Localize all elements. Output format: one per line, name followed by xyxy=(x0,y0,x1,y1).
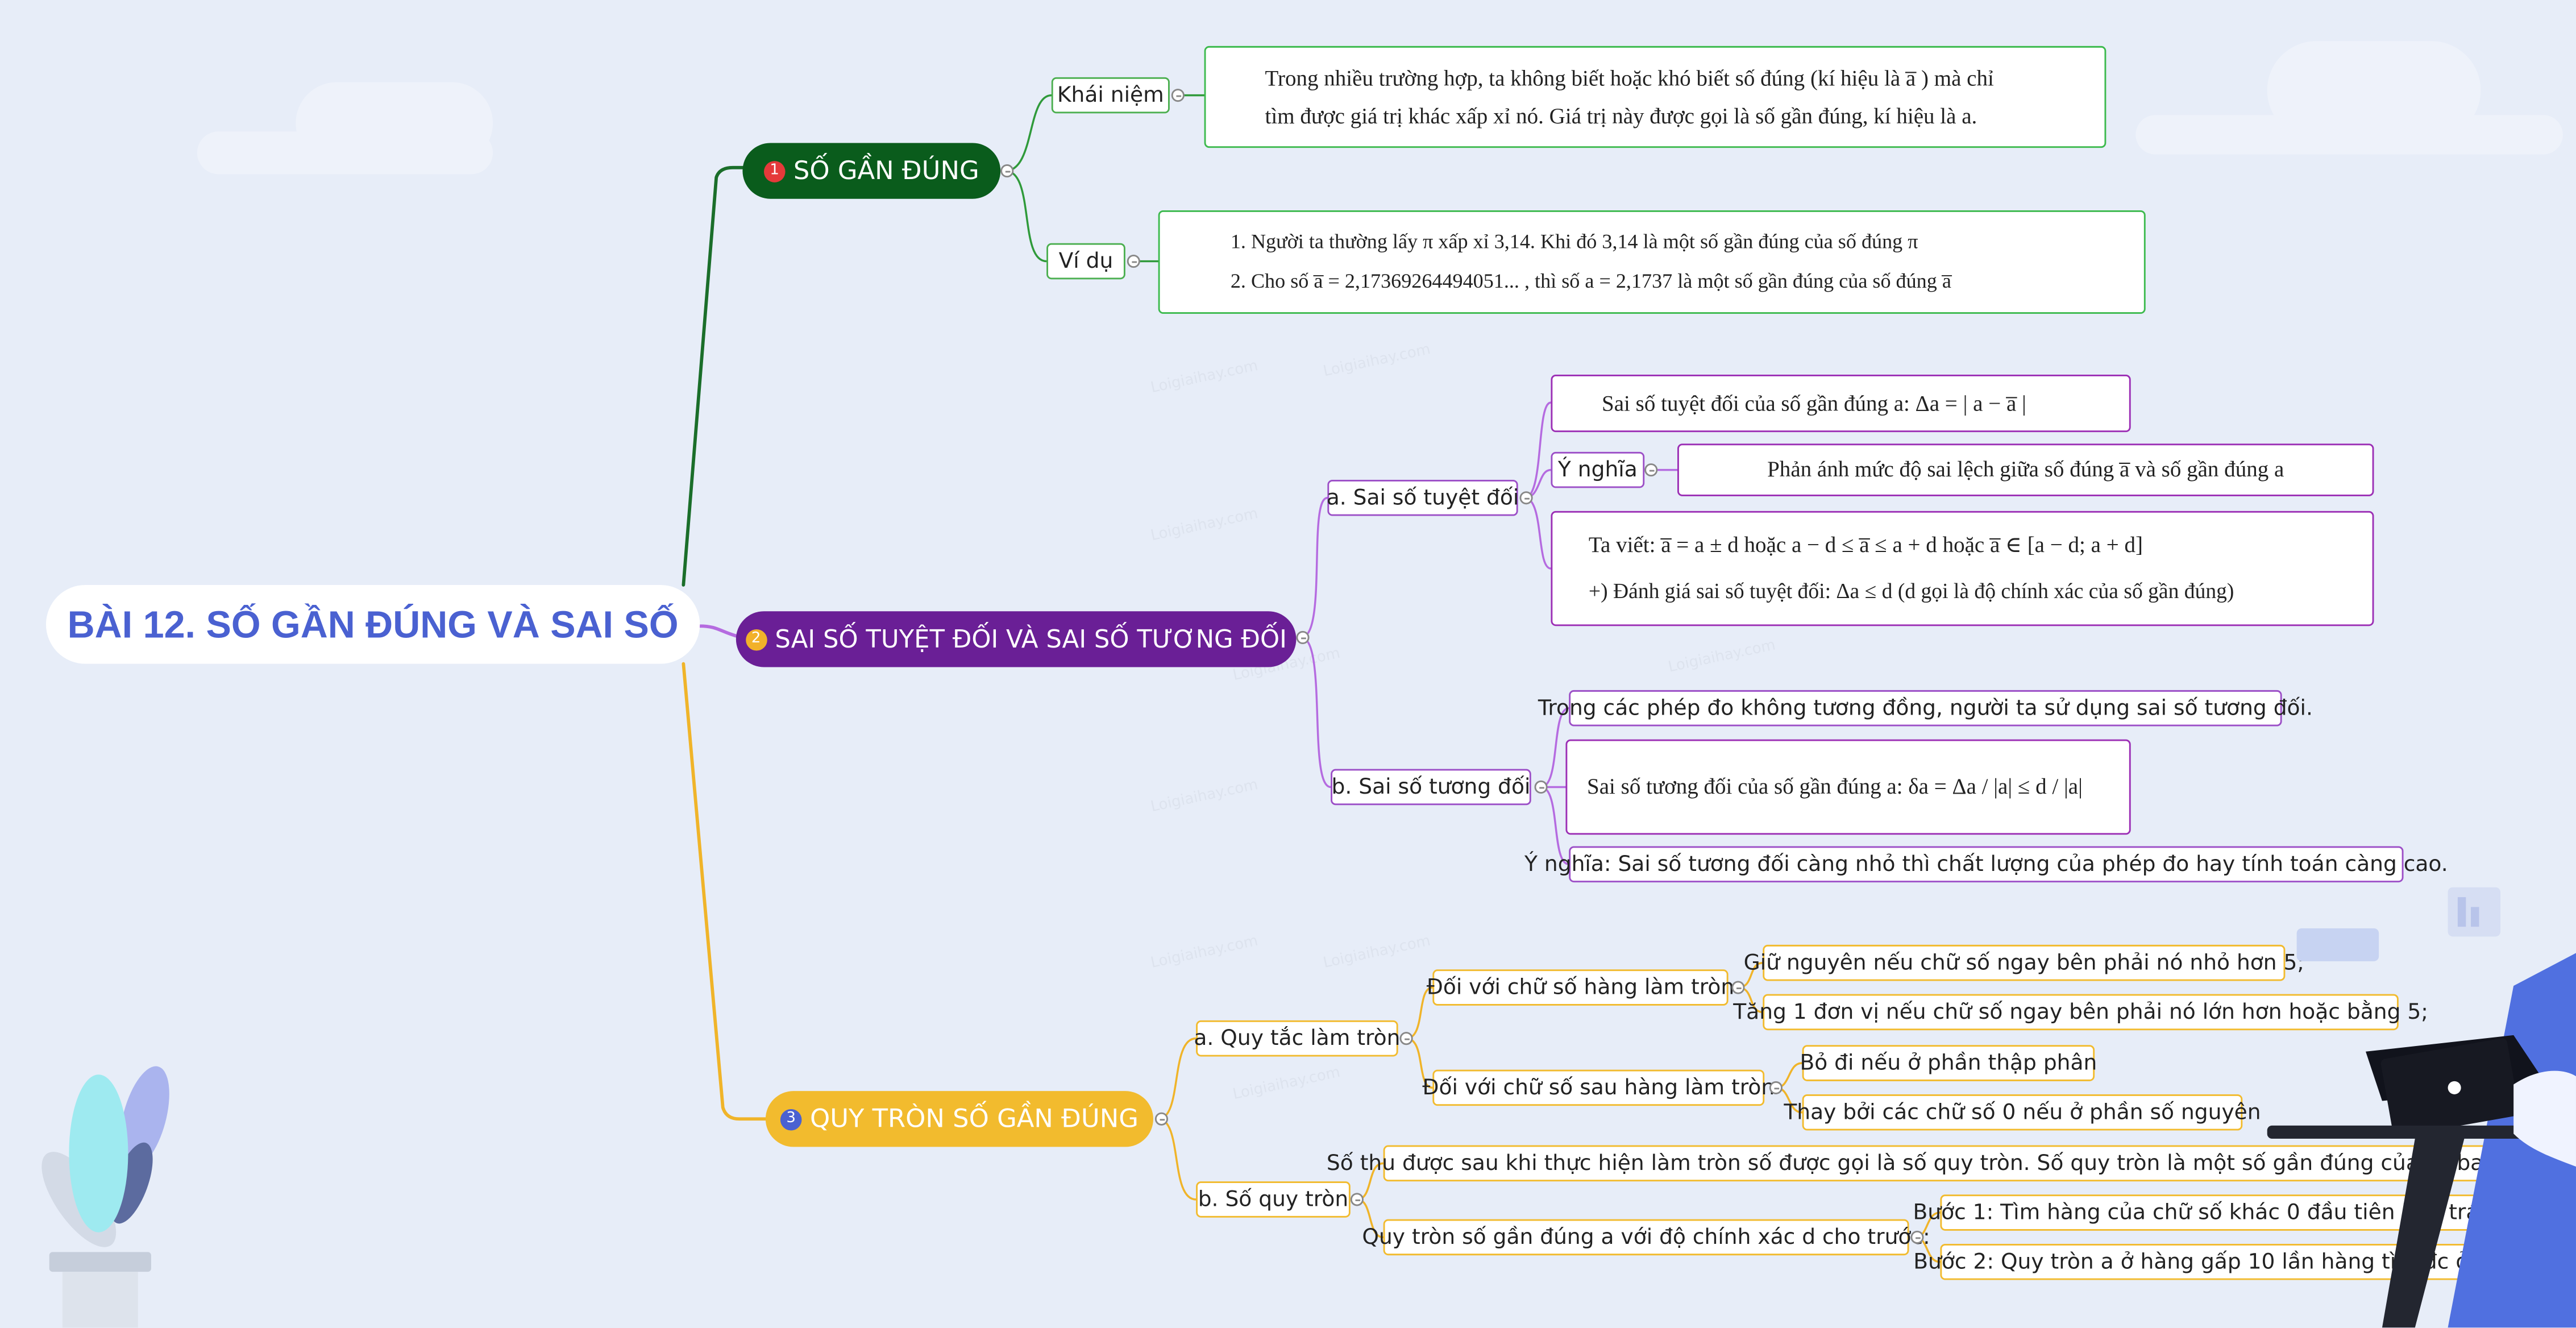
branch-title: SAI SỐ TUYỆT ĐỐI VÀ SAI SỐ TƯƠNG ĐỐI xyxy=(775,624,1287,654)
collapse-toggle-icon[interactable] xyxy=(1154,1112,1169,1126)
concept-definition-box[interactable]: Trong nhiều trường hợp, ta không biết ho… xyxy=(1204,45,2106,148)
node-sau-hang-lam-tron[interactable]: Đối với chữ số sau hàng làm tròn xyxy=(1422,1069,1775,1106)
example-line-2: 2. Cho số a̅ = 2,17369264494051... , thì… xyxy=(1230,269,1951,293)
node-label: Bỏ đi nếu ở phần thập phân xyxy=(1800,1051,2097,1076)
relative-error-definition[interactable]: Sai số tương đối của số gần đúng a: δa =… xyxy=(1565,739,2131,835)
node-vi-du[interactable]: Ví dụ xyxy=(1046,243,1125,280)
branch-quy-tron[interactable]: 3 QUY TRÒN SỐ GẦN ĐÚNG xyxy=(765,1091,1153,1147)
notation-box[interactable]: Ta viết: a̅ = a ± d hoặc a − d ≤ a̅ ≤ a … xyxy=(1551,511,2374,626)
rule-increase[interactable]: Tăng 1 đơn vị nếu chữ số ngay bên phải n… xyxy=(1733,994,2428,1031)
rounding-procedure[interactable]: Quy tròn số gần đúng a với độ chính xác … xyxy=(1362,1219,1930,1256)
node-sai-so-tuyet-doi[interactable]: a. Sai số tuyệt đối xyxy=(1326,479,1519,516)
node-hang-lam-tron[interactable]: Đối với chữ số hàng làm tròn xyxy=(1427,969,1734,1006)
node-label: b. Số quy tròn xyxy=(1198,1187,1349,1212)
node-label: Đối với chữ số sau hàng làm tròn xyxy=(1422,1075,1775,1101)
node-label: Ví dụ xyxy=(1058,248,1114,274)
collapse-toggle-icon[interactable] xyxy=(1296,630,1310,644)
root-title: BÀI 12. SỐ GẦN ĐÚNG VÀ SAI SỐ xyxy=(67,602,679,645)
branch-number-badge: 3 xyxy=(780,1108,802,1130)
collapse-toggle-icon[interactable] xyxy=(1399,1032,1413,1045)
node-label: b. Sai số tương đối xyxy=(1331,774,1531,800)
collapse-toggle-icon[interactable] xyxy=(1910,1230,1924,1244)
collapse-toggle-icon[interactable] xyxy=(1519,491,1533,505)
node-label: Quy tròn số gần đúng a với độ chính xác … xyxy=(1362,1225,1930,1250)
write-line: Ta viết: a̅ = a ± d hoặc a − d ≤ a̅ ≤ a … xyxy=(1588,532,2143,557)
collapse-toggle-icon[interactable] xyxy=(1350,1193,1364,1206)
estimate-line: +) Đánh giá sai số tuyệt đối: Δa ≤ d (d … xyxy=(1588,578,2234,603)
rule-keep[interactable]: Giữ nguyên nếu chữ số ngay bên phải nó n… xyxy=(1744,944,2304,981)
node-label: Thay bởi các chữ số 0 nếu ở phần số nguy… xyxy=(1784,1100,2261,1125)
node-label: Tăng 1 đơn vị nếu chữ số ngay bên phải n… xyxy=(1733,999,2428,1025)
node-so-quy-tron[interactable]: b. Số quy tròn xyxy=(1196,1181,1351,1218)
branch-so-gan-dung[interactable]: 1 SỐ GẦN ĐÚNG xyxy=(742,143,1001,199)
example-line-1: 1. Người ta thường lấy π xấp xỉ 3,14. Kh… xyxy=(1230,230,1918,254)
branch-title: QUY TRÒN SỐ GẦN ĐÚNG xyxy=(809,1104,1139,1134)
node-label: Khái niệm xyxy=(1057,82,1164,108)
person-laptop-illustration xyxy=(2267,887,2576,1328)
node-label: Ý nghĩa xyxy=(1557,457,1638,483)
collapse-toggle-icon[interactable] xyxy=(1644,463,1658,477)
branch-number-badge: 1 xyxy=(763,160,786,182)
rule-replace-zero[interactable]: Thay bởi các chữ số 0 nếu ở phần số nguy… xyxy=(1784,1094,2261,1131)
meaning-text: Phản ánh mức độ sai lệch giữa số đúng a̅… xyxy=(1767,457,2284,482)
collapse-toggle-icon[interactable] xyxy=(1534,780,1548,794)
node-y-nghia[interactable]: Ý nghĩa xyxy=(1551,451,1645,488)
relative-error-meaning[interactable]: Ý nghĩa: Sai số tương đối càng nhỏ thì c… xyxy=(1524,846,2448,883)
node-quy-tac-lam-tron[interactable]: a. Quy tắc làm tròn xyxy=(1194,1020,1401,1057)
cloud-decoration xyxy=(2267,41,2481,140)
cloud-decoration xyxy=(296,82,493,165)
formula-text: Sai số tương đối của số gần đúng a: δa =… xyxy=(1587,774,2083,799)
collapse-toggle-icon[interactable] xyxy=(1127,254,1140,268)
concept-line-1: Trong nhiều trường hợp, ta không biết ho… xyxy=(1265,65,1994,90)
collapse-toggle-icon[interactable] xyxy=(1000,164,1014,178)
root-topic[interactable]: BÀI 12. SỐ GẦN ĐÚNG VÀ SAI SỐ xyxy=(45,584,700,664)
node-khai-niem[interactable]: Khái niệm xyxy=(1051,77,1170,114)
formula-text: Sai số tuyệt đối của số gần đúng a: Δa =… xyxy=(1602,390,2026,415)
branch-sai-so[interactable]: 2 SAI SỐ TUYỆT ĐỐI VÀ SAI SỐ TƯƠNG ĐỐI xyxy=(736,611,1297,667)
plant-illustration xyxy=(13,1052,210,1328)
absolute-error-definition[interactable]: Sai số tuyệt đối của số gần đúng a: Δa =… xyxy=(1551,374,2131,433)
node-label: a. Quy tắc làm tròn xyxy=(1194,1026,1401,1051)
relative-error-note[interactable]: Trong các phép đo không tương đồng, ngườ… xyxy=(1538,690,2313,727)
node-label: Giữ nguyên nếu chữ số ngay bên phải nó n… xyxy=(1743,951,2305,976)
rule-drop-decimal[interactable]: Bỏ đi nếu ở phần thập phân xyxy=(1800,1045,2097,1081)
node-label: Ý nghĩa: Sai số tương đối càng nhỏ thì c… xyxy=(1524,852,2448,877)
node-label: Số thu được sau khi thực hiện làm tròn s… xyxy=(1326,1151,2544,1176)
node-label: a. Sai số tuyệt đối xyxy=(1326,485,1519,511)
node-label: Bước 1: Tìm hàng của chữ số khác 0 đầu t… xyxy=(1913,1200,2558,1225)
meaning-box[interactable]: Phản ánh mức độ sai lệch giữa số đúng a̅… xyxy=(1677,443,2374,496)
collapse-toggle-icon[interactable] xyxy=(1731,981,1745,994)
node-label: Đối với chữ số hàng làm tròn xyxy=(1426,975,1735,1000)
rounded-number-definition[interactable]: Số thu được sau khi thực hiện làm tròn s… xyxy=(1327,1145,2544,1182)
collapse-toggle-icon[interactable] xyxy=(1769,1081,1783,1094)
branch-title: SỐ GẦN ĐÚNG xyxy=(793,156,979,186)
collapse-toggle-icon[interactable] xyxy=(1171,89,1185,102)
concept-line-2: tìm được giá trị khác xấp xỉ nó. Giá trị… xyxy=(1265,102,1977,127)
node-sai-so-tuong-doi[interactable]: b. Sai số tương đối xyxy=(1331,769,1531,806)
branch-number-badge: 2 xyxy=(745,628,767,650)
example-box[interactable]: 1. Người ta thường lấy π xấp xỉ 3,14. Kh… xyxy=(1158,210,2146,314)
node-label: Trong các phép đo không tương đồng, ngườ… xyxy=(1538,696,2313,721)
